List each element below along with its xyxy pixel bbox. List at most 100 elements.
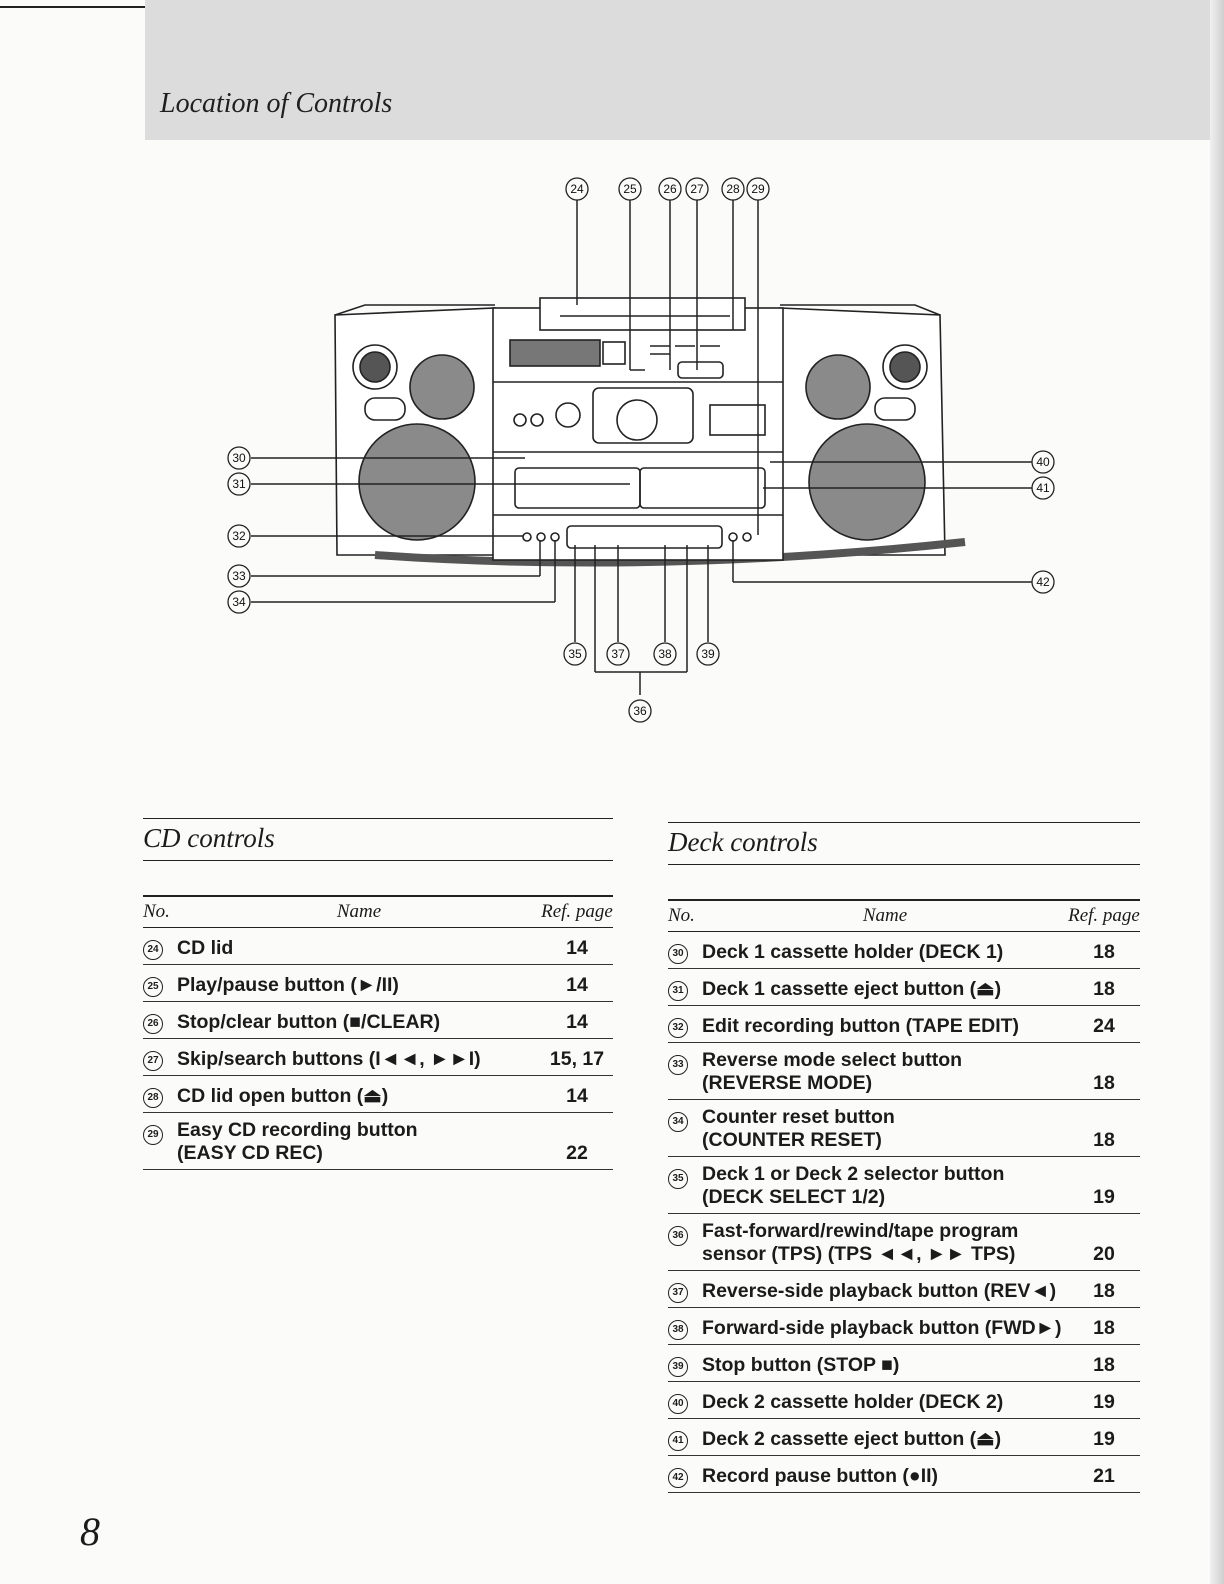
control-name-line: Fast-forward/rewind/tape program: [702, 1220, 1019, 1242]
row-number-badge: 27: [143, 1051, 163, 1071]
row-number: 35: [668, 1156, 702, 1214]
row-number-badge: 41: [668, 1431, 688, 1451]
control-name: Record pause button (●II): [702, 1455, 1068, 1493]
cd-controls-table: No. Name Ref. page 24 CD lid 14 25 Play/paus…: [143, 895, 613, 1170]
callout-32: 32: [232, 529, 246, 543]
header-name: Name: [177, 896, 541, 928]
ref-page: 19: [1068, 1381, 1140, 1419]
row-number-badge: 40: [668, 1394, 688, 1414]
stereo-diagram: 24 25 26 27 28 29 30 31 32 33 34 40 41 4…: [227, 177, 1055, 723]
table-row: 42 Record pause button (●II) 21: [668, 1455, 1140, 1493]
row-number-badge: 42: [668, 1468, 688, 1488]
row-number: 40: [668, 1381, 702, 1419]
row-number: 31: [668, 968, 702, 1006]
control-name-line: CD lid open button (⏏): [177, 1085, 389, 1107]
ref-page: 21: [1068, 1455, 1140, 1493]
ref-page: 15, 17: [541, 1038, 613, 1076]
row-number: 36: [668, 1213, 702, 1271]
row-number: 24: [143, 927, 177, 965]
control-name-line-2: (EASY CD REC): [177, 1142, 323, 1164]
callout-27: 27: [690, 182, 704, 196]
control-name: Easy CD recording button(EASY CD REC): [177, 1112, 541, 1170]
table-row: 30 Deck 1 cassette holder (DECK 1) 18: [668, 931, 1140, 969]
control-name-line: Edit recording button (TAPE EDIT): [702, 1015, 1020, 1037]
control-name-line-2: (REVERSE MODE): [702, 1072, 873, 1094]
control-name-line: CD lid: [177, 937, 234, 959]
row-number-badge: 37: [668, 1283, 688, 1303]
control-name-line: Stop button (STOP ■): [702, 1354, 900, 1376]
table-row: 40 Deck 2 cassette holder (DECK 2)19: [668, 1381, 1140, 1419]
callout-42: 42: [1036, 575, 1050, 589]
callout-35: 35: [568, 647, 582, 661]
row-number-badge: 30: [668, 944, 688, 964]
row-number: 39: [668, 1344, 702, 1382]
control-name: Skip/search buttons (I◄◄, ►►I): [177, 1038, 541, 1076]
control-name: Deck 2 cassette holder (DECK 2): [702, 1381, 1068, 1419]
row-number: 37: [668, 1270, 702, 1308]
control-name: Reverse mode select button(REVERSE MODE): [702, 1042, 1068, 1100]
control-name-line: Deck 1 cassette holder (DECK 1): [702, 941, 1004, 963]
callout-29: 29: [751, 182, 765, 196]
header-ref: Ref. page: [541, 896, 613, 928]
control-name: Deck 1 cassette holder (DECK 1): [702, 931, 1068, 969]
callout-38: 38: [658, 647, 672, 661]
ref-page: 19: [1068, 1418, 1140, 1456]
ref-page: 18: [1068, 931, 1140, 969]
table-row: 33 Reverse mode select button(REVERSE MOD…: [668, 1042, 1140, 1100]
ref-page: 18: [1068, 1344, 1140, 1382]
control-name: Stop button (STOP ■): [702, 1344, 1068, 1382]
control-name-line: Record pause button (●II): [702, 1465, 939, 1487]
callout-37: 37: [611, 647, 625, 661]
callout-33: 33: [232, 569, 246, 583]
table-row: 27 Skip/search buttons (I◄◄, ►►I) 15, 17: [143, 1038, 613, 1076]
ref-page: 18: [1068, 1307, 1140, 1345]
control-name: CD lid open button (⏏): [177, 1075, 541, 1113]
control-name-line: Skip/search buttons (I◄◄, ►►I): [177, 1048, 481, 1070]
row-number-badge: 28: [143, 1088, 163, 1108]
callout-36: 36: [633, 704, 647, 718]
control-name-line-2: (COUNTER RESET): [702, 1129, 882, 1151]
control-name-line-2: (DECK SELECT 1/2): [702, 1186, 886, 1208]
row-number-badge: 25: [143, 977, 163, 997]
row-number: 42: [668, 1455, 702, 1493]
row-number: 26: [143, 1001, 177, 1039]
control-name-line: Deck 1 cassette eject button (⏏): [702, 978, 1002, 1000]
control-name: Deck 1 cassette eject button (⏏): [702, 968, 1068, 1006]
row-number: 38: [668, 1307, 702, 1345]
row-number: 27: [143, 1038, 177, 1076]
page-edge-shadow: [1210, 0, 1224, 1584]
header-no: No.: [143, 896, 177, 928]
control-name: CD lid: [177, 927, 541, 965]
control-name: Stop/clear button (■/CLEAR): [177, 1001, 541, 1039]
row-number: 33: [668, 1042, 702, 1100]
header-name: Name: [702, 900, 1068, 932]
ref-page: 14: [541, 927, 613, 965]
row-number: 34: [668, 1099, 702, 1157]
ref-page: 22: [541, 1112, 613, 1170]
row-number-badge: 24: [143, 940, 163, 960]
control-name: Forward-side playback button (FWD►): [702, 1307, 1068, 1345]
row-number-badge: 31: [668, 981, 688, 1001]
control-name-line: Deck 1 or Deck 2 selector button: [702, 1163, 1005, 1185]
callout-31: 31: [232, 477, 246, 491]
row-number-badge: 36: [668, 1226, 688, 1246]
control-name-line: Play/pause button (►/II): [177, 974, 399, 996]
table-row: 24 CD lid 14: [143, 927, 613, 965]
row-number-badge: 33: [668, 1055, 688, 1075]
row-number: 32: [668, 1005, 702, 1043]
header-no: No.: [668, 900, 702, 932]
